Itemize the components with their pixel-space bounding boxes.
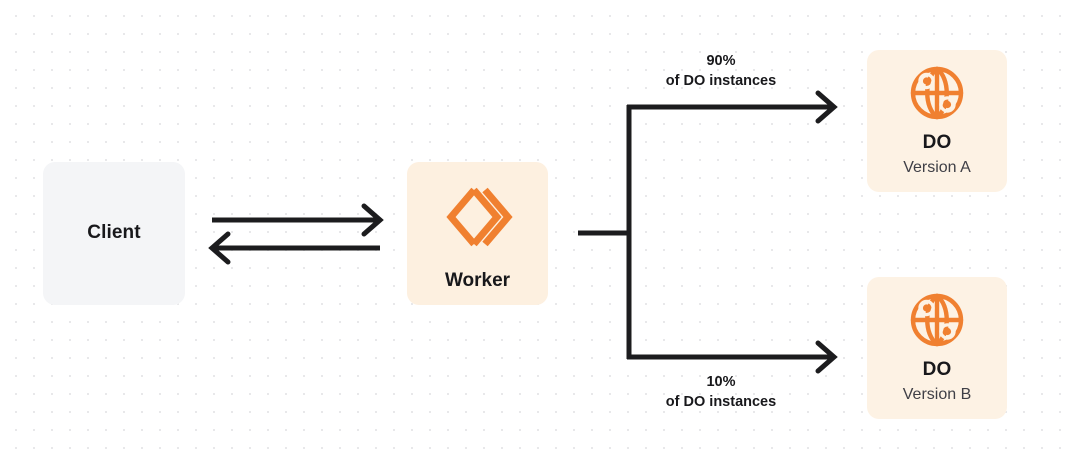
connector-worker-to-client: [208, 231, 380, 265]
node-client-title: Client: [87, 222, 141, 244]
node-worker-title: Worker: [444, 269, 511, 291]
edge-label-90-percent-value: 90%: [706, 53, 736, 69]
globe-icon: [908, 291, 966, 349]
cloudflare-workers-icon: [441, 180, 515, 254]
edge-label-90-percent-description: of DO instances: [665, 72, 777, 89]
node-do-b-subtitle: Version B: [902, 385, 972, 403]
node-worker[interactable]: Worker: [407, 162, 548, 305]
connector-worker-to-do-b: [627, 340, 838, 374]
edge-label-10-percent-value: 10%: [706, 374, 736, 390]
edge-label-10-percent-description: of DO instances: [665, 393, 777, 410]
arrowhead-left-icon: [208, 231, 231, 265]
connector-worker-branch-trunk: [578, 105, 632, 359]
arrowhead-right-icon: [815, 90, 838, 124]
node-client[interactable]: Client: [43, 162, 185, 305]
arrowhead-right-icon: [361, 203, 384, 237]
connector-client-to-worker: [212, 203, 384, 237]
node-do-a-title: DO: [922, 132, 952, 154]
globe-icon: [908, 64, 966, 122]
node-do-version-b[interactable]: DO Version B: [867, 277, 1007, 419]
connector-worker-to-do-a: [627, 90, 838, 124]
arrowhead-right-icon: [815, 340, 838, 374]
edge-label-90-percent: 90% of DO instances: [630, 52, 812, 91]
node-do-b-title: DO: [922, 359, 952, 381]
node-do-version-a[interactable]: DO Version A: [867, 50, 1007, 192]
edge-label-10-percent: 10% of DO instances: [630, 373, 812, 412]
node-do-a-subtitle: Version A: [903, 158, 971, 176]
